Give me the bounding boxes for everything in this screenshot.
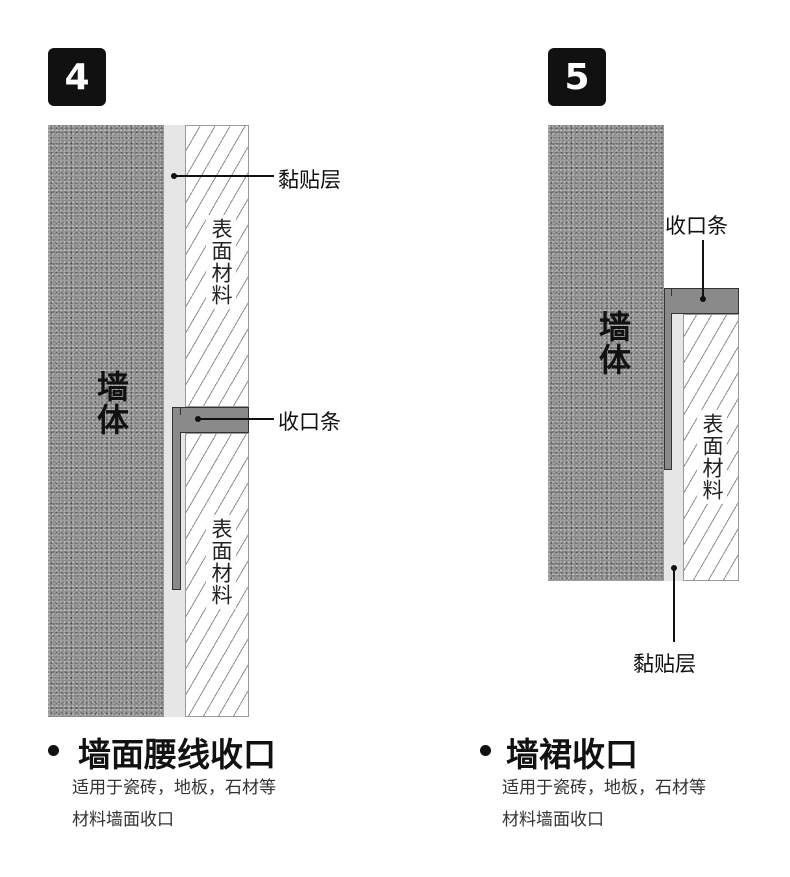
description-line2-5: 材料墙面收口 [502, 810, 604, 830]
adhesive-callout-line-4 [174, 175, 274, 177]
title-4: 墙面腰线收口 [78, 735, 276, 774]
material-label-top-4: 表面材料 [206, 215, 236, 309]
description-line1-4: 适用于瓷砖，地板，石材等 [72, 778, 276, 798]
description-5: 适用于瓷砖，地板，石材等 材料墙面收口 [502, 772, 762, 836]
adhesive-label-5: 黏贴层 [633, 652, 696, 676]
bullet-4 [48, 745, 59, 756]
description-line1-5: 适用于瓷砖，地板，石材等 [502, 778, 706, 798]
material-label-bottom-4: 表面材料 [206, 515, 236, 609]
bullet-5 [480, 745, 491, 756]
strip-label-4: 收口条 [278, 410, 341, 434]
trim-strip-inner-5 [671, 296, 738, 313]
strip-label-5: 收口条 [665, 214, 728, 238]
badge-5: 5 [548, 48, 606, 106]
strip-callout-line-4 [198, 418, 274, 420]
strip-callout-line-5 [702, 240, 704, 297]
description-4: 适用于瓷砖，地板，石材等 材料墙面收口 [72, 772, 332, 836]
description-line2-4: 材料墙面收口 [72, 810, 174, 830]
wall-block-4 [48, 125, 164, 717]
material-label-5: 表面材料 [697, 410, 727, 504]
surface-material-top-4 [185, 125, 249, 407]
adhesive-callout-line-5 [673, 568, 675, 642]
wall-block-5 [548, 125, 664, 581]
badge-4: 4 [48, 48, 106, 106]
strip-callout-dot-5 [700, 296, 706, 302]
trim-strip-vertical-4 [172, 407, 181, 590]
adhesive-label-4: 黏贴层 [278, 168, 341, 192]
title-5: 墙裙收口 [506, 735, 638, 774]
wall-label-5: 墙体 [594, 310, 632, 376]
wall-label-4: 墙体 [92, 370, 130, 436]
trim-strip-vertical-5 [664, 288, 672, 470]
